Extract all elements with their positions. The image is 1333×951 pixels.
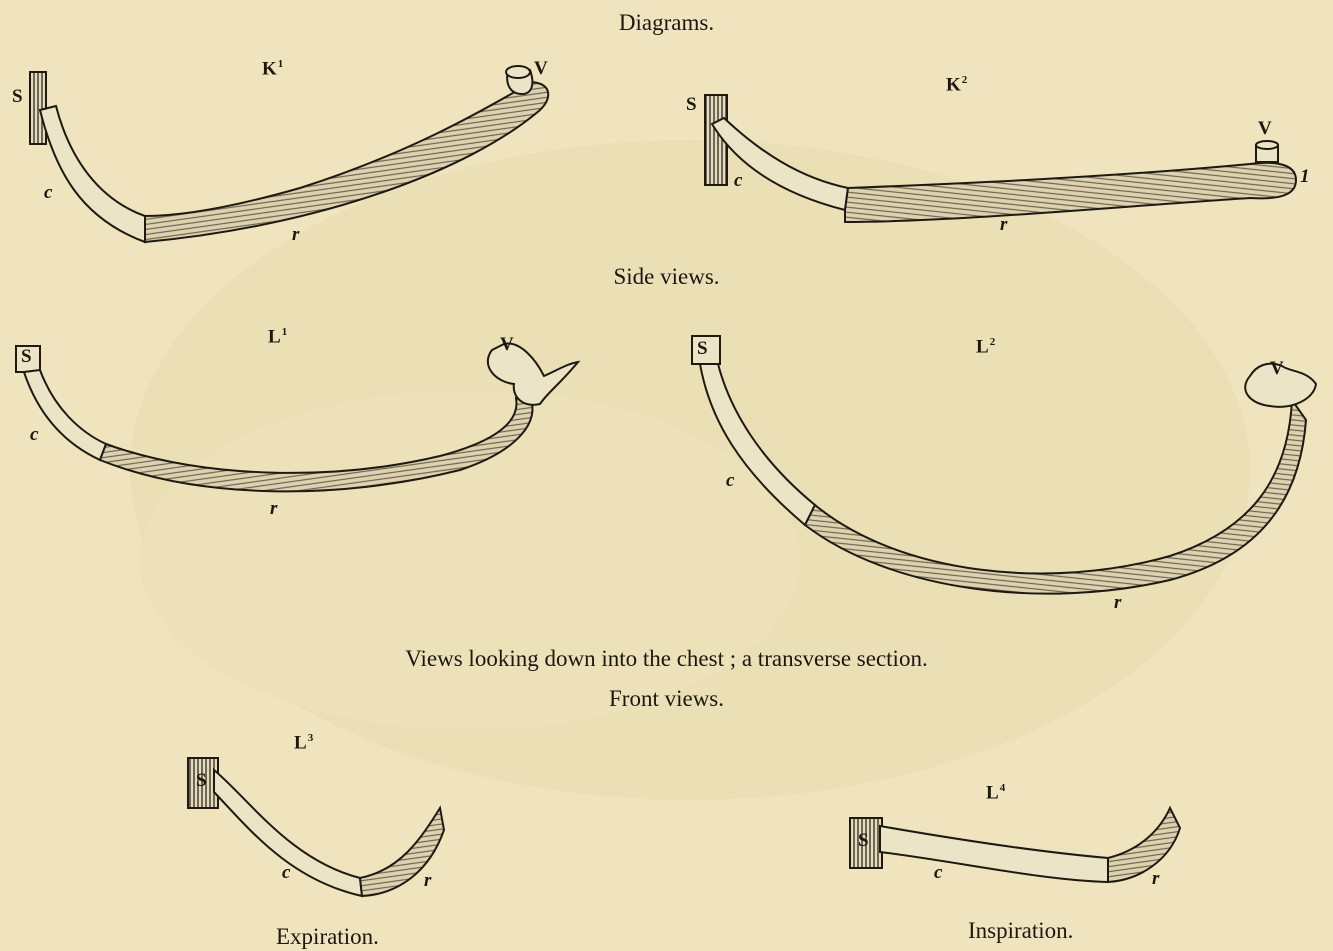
label-l1-c: c (30, 424, 38, 446)
label-l1-s: S (21, 346, 32, 368)
label-k1-r: r (292, 224, 299, 246)
k1-cartilage (40, 106, 145, 242)
label-l4-r: r (1152, 868, 1159, 890)
label-l3-s: S (196, 770, 207, 792)
caption-diagrams: Diagrams. (0, 10, 1333, 36)
label-l4-c: c (934, 862, 942, 884)
label-k2-r: r (1000, 214, 1007, 236)
caption-expiration: Expiration. (276, 924, 379, 950)
label-l3-c: c (282, 862, 290, 884)
figure-id-k1: K1 (262, 58, 284, 80)
label-l2-c: c (726, 470, 734, 492)
label-k1-s: S (12, 86, 23, 108)
label-l2-s: S (697, 338, 708, 360)
caption-inspiration: Inspiration. (968, 918, 1073, 944)
figure-id-l2: L2 (976, 336, 996, 358)
rib-l3 (188, 758, 444, 896)
label-k2-c: c (734, 170, 742, 192)
label-k1-v: V (534, 58, 548, 80)
label-l1-r: r (270, 498, 277, 520)
figure-id-l4: L4 (986, 782, 1006, 804)
label-k2-1: 1 (1300, 166, 1310, 188)
label-l2-r: r (1114, 592, 1121, 614)
figure-id-l3: L3 (294, 732, 314, 754)
figure-id-k2: K2 (946, 74, 968, 96)
label-l2-v: V (1270, 358, 1284, 380)
caption-side-views: Side views. (0, 264, 1333, 290)
k1-sternum (30, 72, 46, 144)
l1-cartilage (24, 370, 106, 460)
figure-id-l1: L1 (268, 326, 288, 348)
label-k2-s: S (686, 94, 697, 116)
label-l3-r: r (424, 870, 431, 892)
label-l4-s: S (858, 830, 869, 852)
label-k1-c: c (44, 182, 52, 204)
label-l1-v: V (500, 334, 514, 356)
caption-front-views: Front views. (0, 686, 1333, 712)
label-k2-v: V (1258, 118, 1272, 140)
rib-l4 (850, 808, 1180, 882)
l4-rib-end (1108, 808, 1180, 882)
l4-cartilage (880, 826, 1108, 882)
caption-views-down: Views looking down into the chest ; a tr… (0, 646, 1333, 672)
